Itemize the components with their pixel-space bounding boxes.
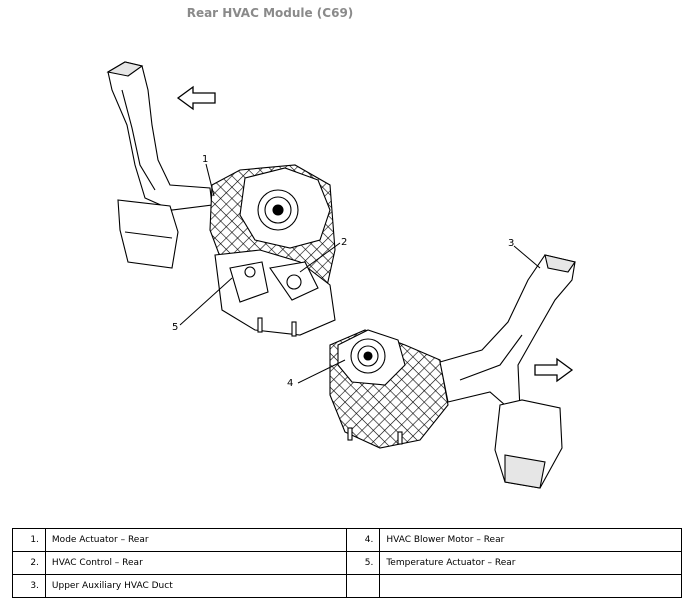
callout-leaders (179, 163, 541, 384)
legend-num: 2. (12, 551, 46, 575)
callout-3: 3 (508, 238, 514, 249)
legend-label: HVAC Control – Rear (44, 551, 348, 575)
legend-num (346, 574, 381, 598)
legend-num: 1. (12, 528, 46, 552)
legend-num: 3. (12, 574, 46, 598)
callout-5: 5 (172, 322, 178, 333)
right-arrow-icon (534, 357, 574, 383)
legend-num: 5. (346, 551, 381, 575)
legend-row: 2. HVAC Control – Rear 5. Temperature Ac… (12, 551, 682, 575)
diagram-title: Rear HVAC Module (C69) (186, 6, 354, 20)
legend-table: 1. Mode Actuator – Rear 4. HVAC Blower M… (12, 528, 682, 598)
callout-1: 1 (202, 154, 208, 165)
callout-4: 4 (287, 378, 293, 389)
legend-label: Mode Actuator – Rear (44, 528, 348, 552)
legend-label: Upper Auxiliary HVAC Duct (44, 574, 348, 598)
legend-label: Temperature Actuator – Rear (379, 551, 682, 575)
rear-hvac-module-upper (209, 164, 336, 337)
hvac-diagram: 1 2 3 4 5 (106, 61, 576, 489)
legend-label (379, 574, 682, 598)
callout-2: 2 (341, 237, 347, 248)
rear-hvac-module-lower (329, 329, 449, 449)
rear-hvac-duct-upper (106, 61, 213, 269)
legend-row: 1. Mode Actuator – Rear 4. HVAC Blower M… (12, 528, 682, 552)
left-arrow-icon (176, 85, 216, 111)
legend-num: 4. (346, 528, 381, 552)
legend-label: HVAC Blower Motor – Rear (379, 528, 682, 552)
legend-row: 3. Upper Auxiliary HVAC Duct (12, 574, 682, 598)
rear-hvac-duct-lower (439, 254, 576, 489)
